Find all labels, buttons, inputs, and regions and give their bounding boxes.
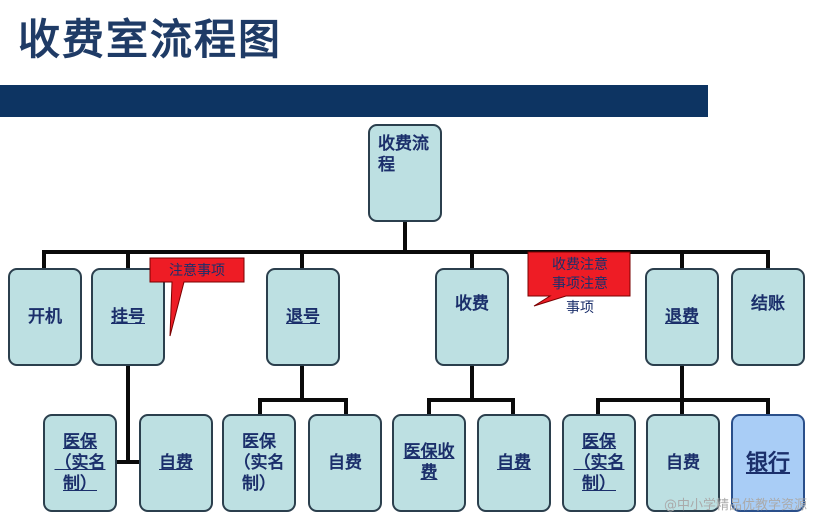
- connector-drop-guahao: [126, 250, 130, 268]
- node-zifei-3[interactable]: 自费: [477, 414, 551, 512]
- node-zifei-4: 自费: [646, 414, 720, 512]
- connector-guahao-down: [126, 364, 130, 462]
- connector-tuihao-down: [300, 364, 304, 400]
- node-zifei-2: 自费: [308, 414, 382, 512]
- callout-left-text: 注意事项: [169, 263, 225, 279]
- connector-drop-jiezhang: [766, 250, 770, 268]
- connector-drop-tuihao: [300, 250, 304, 268]
- node-kaiji: 开机: [8, 268, 82, 366]
- connector-tuifei-r: [766, 398, 770, 414]
- callout-right-line3: 事项: [566, 300, 594, 316]
- title-band: [0, 85, 708, 117]
- node-zifei-1[interactable]: 自费: [139, 414, 213, 512]
- connector-tuifei-down: [680, 364, 684, 400]
- node-jiezhang: 结账: [731, 268, 805, 366]
- connector-root-down: [403, 220, 407, 254]
- node-tuihao[interactable]: 退号: [266, 268, 340, 366]
- node-root: 收费流程: [368, 124, 442, 222]
- connector-drop-tuifei: [680, 250, 684, 268]
- node-yibao-1[interactable]: 医保（实名制）: [43, 414, 117, 512]
- connector-drop-shoufei: [470, 250, 474, 268]
- connector-guahao-h: [114, 460, 140, 464]
- node-yibao-3[interactable]: 医保（实名制）: [562, 414, 636, 512]
- connector-top-bus: [42, 250, 770, 254]
- connector-tuifei-l: [596, 398, 600, 414]
- callout-right-shape: [527, 251, 631, 307]
- connector-shoufei-down: [470, 364, 474, 400]
- connector-tuifei-m: [680, 398, 684, 414]
- connector-tuihao-bus: [258, 398, 348, 402]
- node-yibao-shoufei[interactable]: 医保收费: [392, 414, 466, 512]
- node-shoufei: 收费: [435, 268, 509, 366]
- page-title: 收费室流程图: [18, 15, 283, 64]
- node-tuifei[interactable]: 退费: [645, 268, 719, 366]
- callout-right-line1: 收费注意: [552, 257, 608, 273]
- callout-right-line2: 事项注意: [552, 276, 608, 292]
- connector-shoufei-bus: [427, 398, 515, 402]
- connector-shoufei-r: [511, 398, 515, 414]
- connector-drop-kaiji: [42, 250, 46, 268]
- connector-shoufei-l: [427, 398, 431, 414]
- watermark: @中小学精品优教学资源: [663, 498, 807, 513]
- connector-tuihao-r: [344, 398, 348, 414]
- node-guahao[interactable]: 挂号: [91, 268, 165, 366]
- node-yibao-2: 医保（实名制）: [222, 414, 296, 512]
- callout-left-shape: [149, 257, 245, 337]
- node-yinhang[interactable]: 银行: [731, 414, 805, 512]
- connector-tuihao-l: [258, 398, 262, 414]
